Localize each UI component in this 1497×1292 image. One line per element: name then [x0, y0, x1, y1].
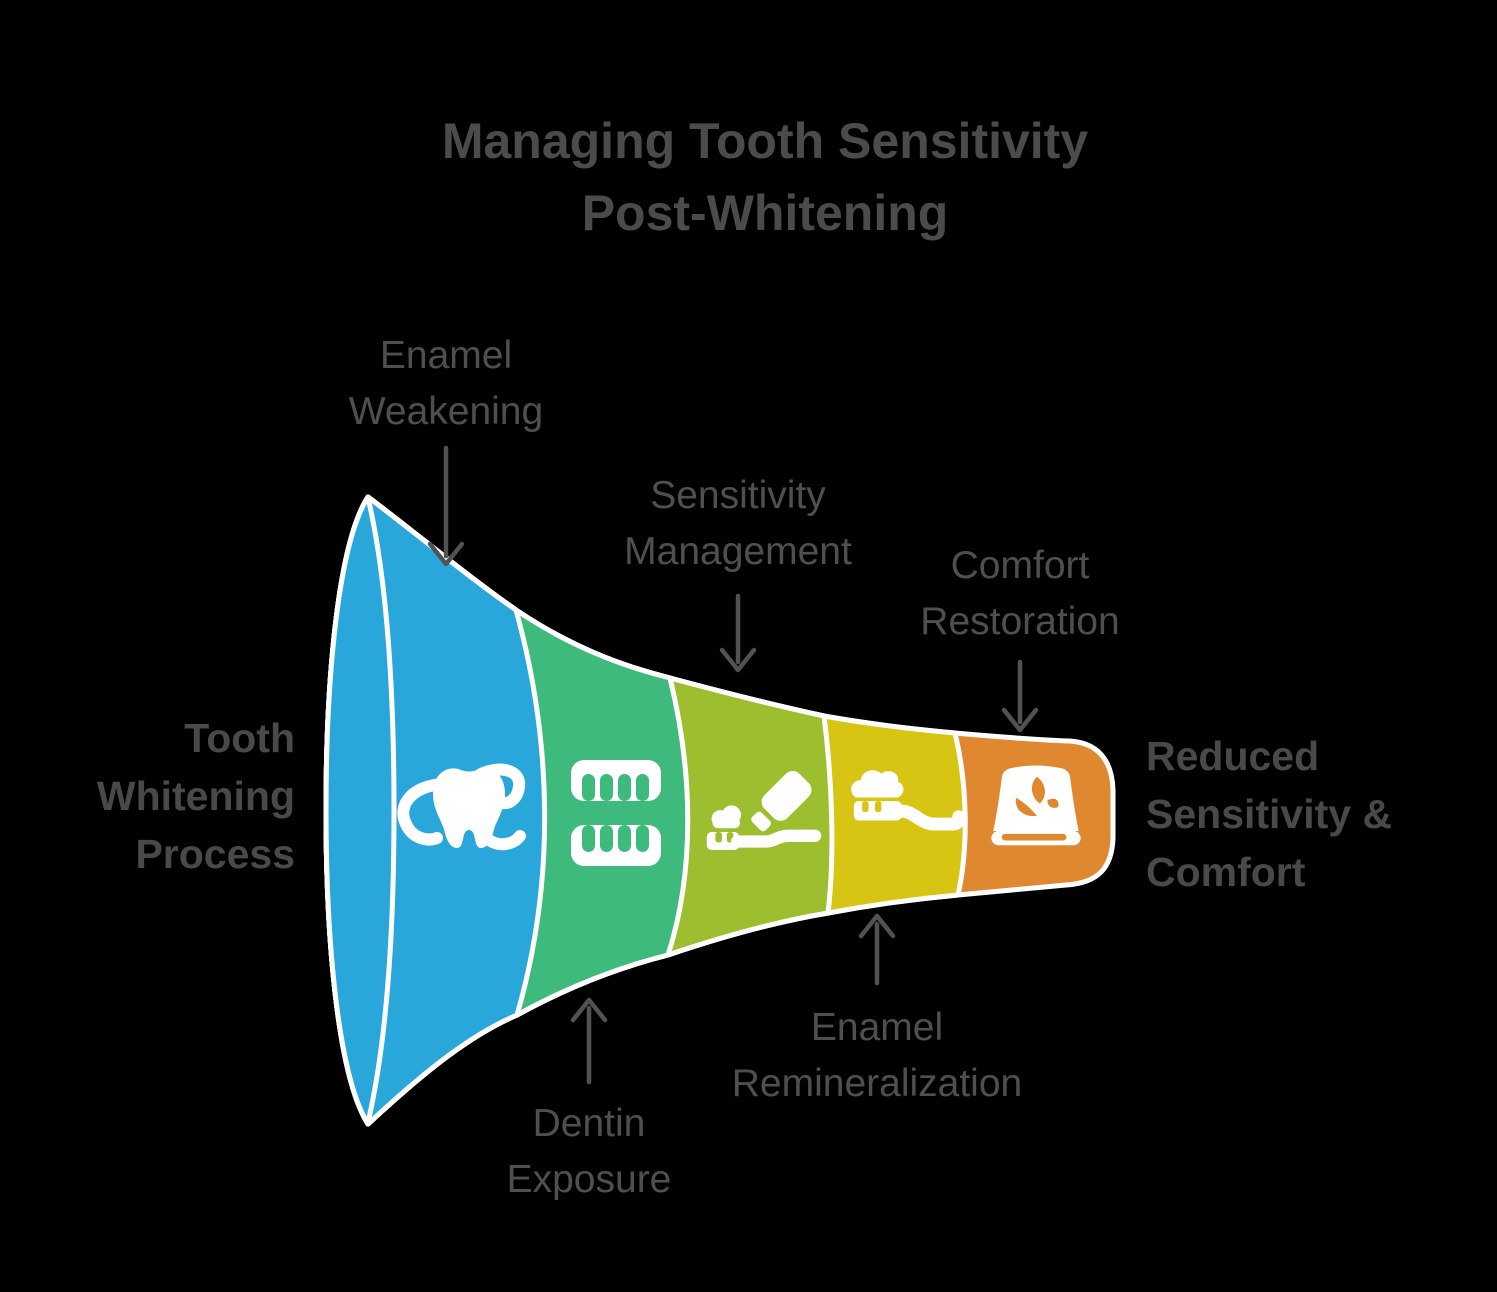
funnel-source-label: Tooth Whitening Process — [97, 715, 295, 877]
source-label-line: Process — [135, 831, 295, 877]
source-label-line: Tooth — [184, 715, 295, 761]
denture-tooth-gap — [600, 825, 613, 852]
tube-body — [761, 770, 812, 821]
callout-enamel-remineralization: Enamel Remineralization — [732, 913, 1022, 1105]
callout-label: Enamel — [380, 334, 512, 377]
leaf-seed — [1047, 798, 1059, 808]
denture-tooth-gap — [582, 774, 595, 801]
callout-comfort-restoration: Comfort Restoration — [920, 544, 1120, 733]
bristle-gap — [715, 832, 722, 843]
paste-swirl — [851, 770, 904, 798]
toothpaste-tube — [751, 770, 812, 832]
leaf-teardrop — [1031, 776, 1045, 804]
tooth-swirl-left — [397, 778, 449, 846]
arrow-up-head-icon — [858, 913, 896, 939]
tooth-shape — [433, 768, 505, 848]
callout-label: Enamel — [811, 1006, 943, 1049]
soothing-balm-icon — [991, 765, 1081, 846]
leaf-crescent — [1015, 797, 1037, 817]
callout-sensitivity-management: Sensitivity Management — [624, 474, 852, 673]
tooth-swirl-tail — [483, 830, 526, 851]
denture-tooth-gap — [600, 774, 613, 801]
denture-tooth-gap — [582, 825, 595, 852]
toothbrush-paste-icon — [851, 770, 966, 831]
tooth-whitening-icon — [397, 763, 526, 851]
result-label-line: Reduced — [1146, 733, 1319, 779]
result-label-line: Comfort — [1146, 849, 1306, 895]
funnel-result-label: Reduced Sensitivity & Comfort — [1146, 733, 1392, 895]
brush-handle — [731, 829, 822, 848]
callout-enamel-weakening: Enamel Weakening — [349, 334, 543, 567]
diagram-title: Managing Tooth Sensitivity Post-Whitenin… — [442, 113, 1089, 241]
denture-tooth-gap — [636, 774, 649, 801]
arrow-down-head-icon — [1001, 707, 1039, 733]
result-label-line: Sensitivity & — [1146, 791, 1392, 837]
tooth-swirl-right — [475, 763, 526, 810]
arrow-down-head-icon — [427, 541, 465, 567]
funnel-body — [323, 494, 1116, 1127]
source-label-line: Whitening — [97, 773, 295, 819]
balm-jar-fold — [1001, 833, 1067, 841]
title-line-2: Post-Whitening — [582, 185, 949, 241]
brush-handle — [895, 804, 966, 831]
denture-tooth-gap — [618, 825, 631, 852]
title-line-1: Managing Tooth Sensitivity — [442, 113, 1089, 169]
bristle-gap — [862, 801, 869, 813]
callout-dentin-exposure: Dentin Exposure — [507, 997, 672, 1201]
tube-nozzle — [751, 811, 771, 832]
callout-label: Management — [624, 530, 852, 573]
funnel-mouth-rim — [366, 499, 397, 1121]
callout-label: Sensitivity — [650, 474, 826, 517]
arrow-up-head-icon — [570, 997, 608, 1023]
callout-label: Remineralization — [732, 1062, 1022, 1105]
denture-tooth-gap — [618, 774, 631, 801]
callout-label: Comfort — [951, 544, 1090, 587]
toothpaste-application-icon — [706, 770, 822, 851]
paste-blob — [712, 817, 741, 829]
arrow-down-head-icon — [719, 647, 757, 673]
bristle-gap — [875, 801, 882, 813]
callout-label: Exposure — [507, 1158, 672, 1201]
funnel-stage-1-tooth-whitening — [323, 494, 548, 1127]
dentures-icon — [571, 760, 661, 866]
callout-label: Weakening — [349, 390, 543, 433]
callout-label: Dentin — [533, 1102, 646, 1145]
callout-label: Restoration — [920, 600, 1119, 643]
denture-tooth-gap — [636, 825, 649, 852]
